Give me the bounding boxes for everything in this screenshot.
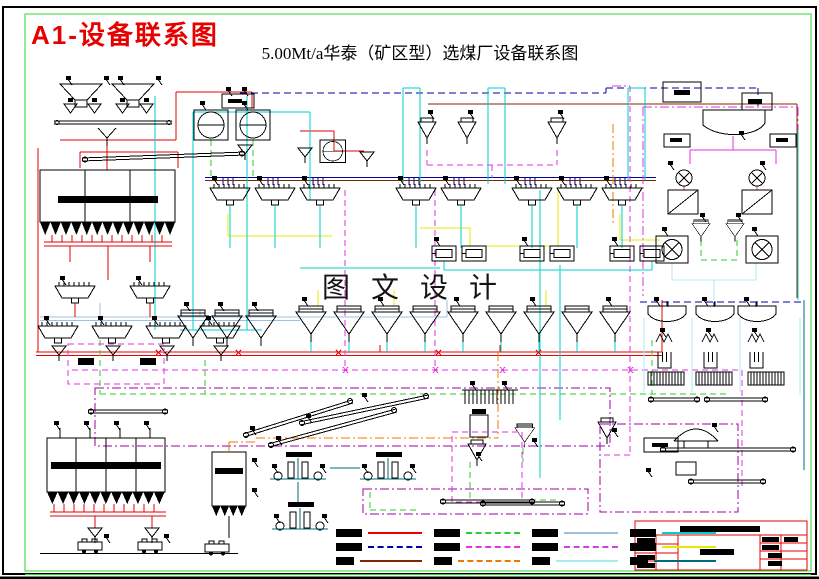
secondary-screens xyxy=(54,275,171,317)
rotary-breakers xyxy=(193,100,375,168)
flotation-section xyxy=(655,81,797,264)
train-loading xyxy=(40,527,238,556)
legend-label-block xyxy=(434,542,460,551)
drawing-title: 5.00Mt/a华泰（矿区型）选煤厂设备联系图 xyxy=(261,44,579,63)
legend-item-violet-dashdot xyxy=(532,540,618,553)
raw-coal-receiving xyxy=(54,75,255,163)
legend-item-yellow-solid xyxy=(630,540,716,553)
sheet-borders xyxy=(0,6,819,579)
legend-item-navy-dashed xyxy=(336,540,422,553)
legend-item-cyan-solid xyxy=(630,526,716,539)
legend-line-sample xyxy=(564,531,618,534)
legend-line-sample xyxy=(564,545,618,548)
legend-label-block xyxy=(336,528,362,537)
legend-line-sample xyxy=(654,559,716,562)
legend-line-sample xyxy=(466,531,520,534)
watermark-text: 图 文 设 计 xyxy=(322,273,505,304)
main-storage-bunker xyxy=(39,169,176,280)
legend-line-sample xyxy=(466,545,520,548)
legend-label-block xyxy=(336,542,362,551)
legend-line-sample xyxy=(556,559,618,562)
legend-label-block xyxy=(434,528,460,537)
center-bottom-equipment xyxy=(440,380,766,513)
legend-line-sample xyxy=(368,531,422,534)
legend-label-block xyxy=(434,556,452,565)
legend-item-green-dashed xyxy=(434,526,520,539)
legend-label-block xyxy=(532,528,558,537)
legend-item-teal-solid xyxy=(630,554,716,567)
legend-label-block xyxy=(532,542,558,551)
legend-label-block xyxy=(336,556,354,565)
legend-label-block xyxy=(630,556,648,565)
legend-label-block xyxy=(630,542,656,551)
legend-label-block xyxy=(630,528,656,537)
legend-item-lightsteel-solid xyxy=(532,526,618,539)
small-cyclones xyxy=(417,109,567,178)
junction-marks xyxy=(155,349,634,374)
legend-item-palecyan-solid xyxy=(532,554,618,567)
legend-item-red-solid xyxy=(336,526,422,539)
pump-stations xyxy=(270,452,416,530)
legend xyxy=(336,526,716,567)
product-bunkers xyxy=(46,420,259,538)
legend-line-sample xyxy=(662,531,716,534)
legend-line-sample xyxy=(368,545,422,548)
legend-item-orange-dashdot xyxy=(434,554,520,567)
legend-line-sample xyxy=(662,545,716,548)
left-screen-bank xyxy=(37,315,241,415)
sheet-label: A1-设备联系图 xyxy=(31,20,219,50)
legend-line-sample xyxy=(360,559,422,562)
legend-item-maroon-solid xyxy=(336,554,422,567)
dewatering-section xyxy=(643,296,796,453)
legend-item-magenta-dashed xyxy=(434,540,520,553)
legend-label-block xyxy=(532,556,550,565)
bus-network xyxy=(36,85,805,515)
legend-line-sample xyxy=(458,559,520,562)
incline-conveyors xyxy=(242,392,430,448)
